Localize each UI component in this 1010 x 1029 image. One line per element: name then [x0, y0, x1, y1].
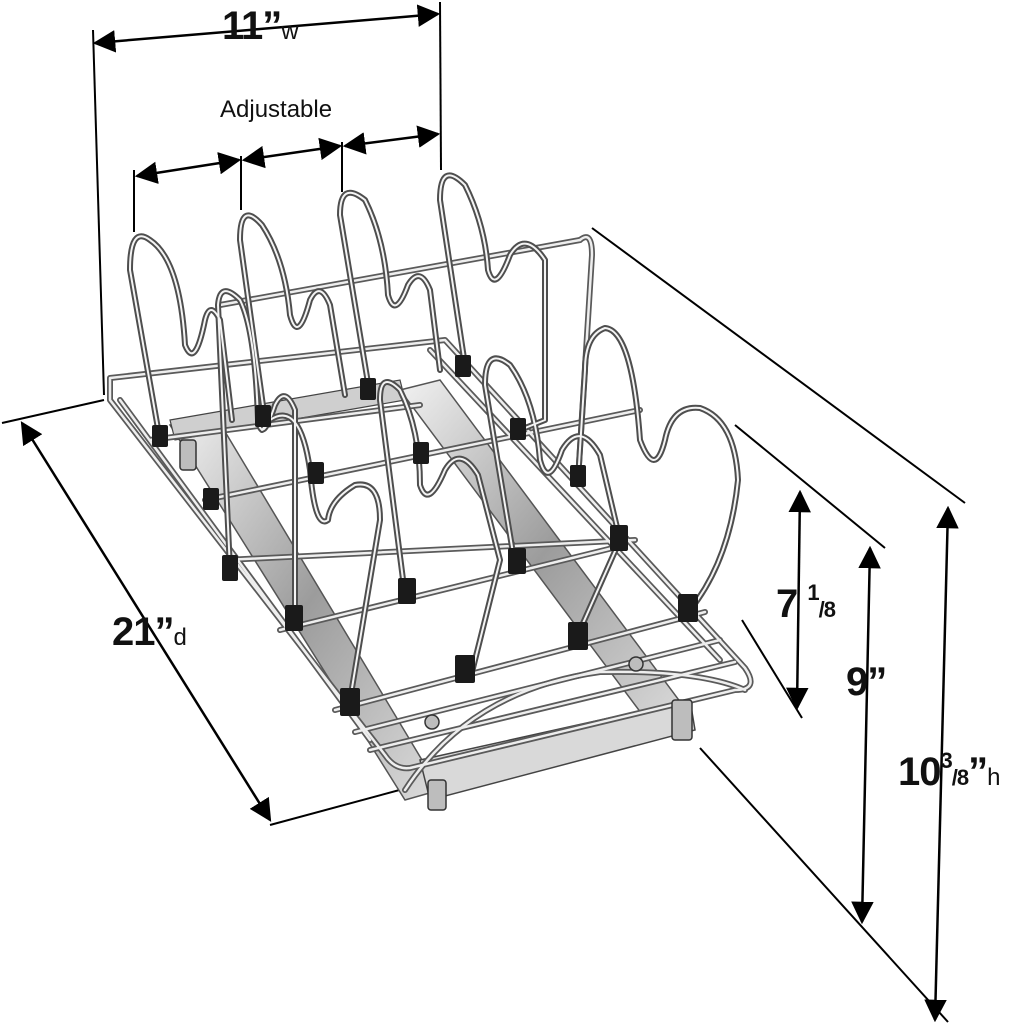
height-mid-arrow — [851, 545, 881, 925]
clip — [455, 655, 475, 683]
height-mid-label: 9” — [846, 660, 887, 704]
height-extension-top — [591, 227, 966, 504]
width-extension-left — [92, 29, 105, 396]
height-small-denominator: 8 — [823, 597, 836, 622]
height-extension-bottom — [699, 747, 949, 1023]
clip — [510, 418, 526, 440]
clip — [508, 548, 526, 574]
rail-hardware — [179, 439, 693, 811]
adjustable-arrow-3 — [342, 125, 441, 155]
adjustable-arrow-1 — [134, 152, 242, 184]
depth-extension-front — [269, 784, 419, 826]
clip — [152, 425, 168, 447]
clip — [203, 488, 219, 510]
clip — [413, 442, 429, 464]
dimension-lines — [1, 1, 966, 1023]
height-small-arrow — [786, 489, 811, 711]
adjustable-arrow-2 — [241, 137, 343, 169]
height-extension-mid — [734, 424, 886, 549]
height-total-denominator: 8 — [956, 765, 969, 790]
height-total-unit: h — [987, 764, 1000, 791]
height-extension-low — [741, 619, 803, 719]
height-small-label: 7 1/8 — [776, 582, 836, 626]
clip — [455, 355, 471, 377]
width-inch-mark: ” — [262, 4, 282, 48]
clip — [285, 605, 303, 631]
depth-unit: d — [173, 624, 187, 651]
depth-extension-back — [1, 399, 105, 424]
clip — [308, 462, 324, 484]
height-mid-value: 9 — [846, 660, 868, 704]
depth-inch-mark: ” — [154, 610, 175, 654]
screw — [628, 656, 644, 672]
depth-value: 21 — [112, 610, 155, 654]
clips — [152, 355, 698, 716]
depth-label: 21”d — [112, 610, 187, 654]
clip — [222, 555, 238, 581]
clip — [360, 378, 376, 400]
height-total-slash: / — [951, 765, 958, 790]
height-total-whole: 10 — [898, 750, 941, 794]
rail-end-block — [427, 779, 447, 811]
adjustable-label: Adjustable — [220, 96, 333, 123]
rail-end-block — [179, 439, 197, 471]
clip — [568, 622, 588, 650]
width-value: 11 — [222, 4, 263, 48]
clip — [610, 525, 628, 551]
clip — [570, 465, 586, 487]
rail-front-plate — [419, 699, 696, 801]
height-small-numerator: 1 — [807, 580, 819, 605]
clip — [678, 594, 698, 622]
height-mid-inch-mark: ” — [867, 660, 887, 704]
width-extension-right — [439, 1, 442, 171]
wave-dividers — [127, 172, 741, 703]
divider-back-3 — [337, 189, 443, 398]
screw — [424, 714, 440, 730]
width-arrow — [92, 4, 441, 53]
depth-arrow — [20, 421, 272, 822]
width-unit: w — [281, 18, 298, 45]
width-label: 11”w — [222, 4, 299, 48]
height-small-slash: / — [818, 597, 825, 622]
height-total-inch-mark: ” — [968, 750, 988, 794]
clip — [255, 405, 271, 427]
height-total-numerator: 3 — [940, 748, 953, 773]
rail-end-block — [671, 699, 693, 741]
height-total-label: 103/8”h — [898, 750, 1001, 794]
clip — [398, 578, 416, 604]
clip — [340, 688, 360, 716]
height-small-whole: 7 — [776, 582, 798, 626]
height-total-arrow — [924, 505, 959, 1023]
